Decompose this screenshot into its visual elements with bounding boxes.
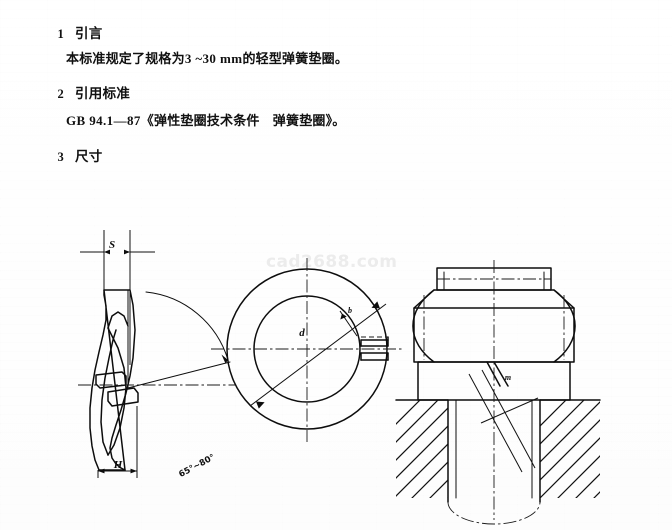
plan-circular-view: d b <box>211 258 403 442</box>
reference-standard-code: GB 94.1—87 <box>66 113 141 128</box>
clause-title-1: 引言 <box>75 26 103 42</box>
scope-range-text: 3 ~30 mm <box>184 51 243 66</box>
scope-prefix-text: 本标准规定了规格为 <box>66 52 185 67</box>
bolt-end-arc <box>447 501 541 525</box>
plate-hatching-left <box>396 400 448 498</box>
ring-split-gap <box>360 336 389 361</box>
clause-heading-3: 3 尺寸 <box>42 145 103 165</box>
bolt-shank <box>447 399 541 525</box>
scope-paragraph: 本标准规定了规格为3 ~30 mm的轻型弹簧垫圈。 <box>66 48 348 67</box>
angle-arc <box>145 291 229 361</box>
clause-number-3: 3 <box>57 150 64 164</box>
diameter-dimension-d: d <box>249 301 387 409</box>
angle-leg-lower <box>127 361 231 389</box>
assembly-dimension-m: m <box>468 369 539 473</box>
reference-paragraph: GB 94.1—87《弹性垫圈技术条件 弹簧垫圈》。 <box>66 110 346 129</box>
plate-hatching-right <box>540 400 600 498</box>
assembly-section-view: m <box>395 260 601 525</box>
dimension-label-b: b <box>348 306 352 315</box>
clause-number-1: 1 <box>57 27 64 41</box>
dimension-label-S: S <box>109 239 115 251</box>
clause-title-3: 尺寸 <box>75 149 103 165</box>
height-dimension-H: H <box>97 406 138 478</box>
washer-side-body <box>89 289 139 471</box>
technical-drawing-figure: S 65°~80° <box>0 180 672 530</box>
width-dimension-b: b <box>339 306 358 337</box>
scope-suffix-text: 的轻型弹簧垫圈。 <box>242 52 349 67</box>
side-profile-view: S 65°~80° <box>78 230 236 480</box>
clause-heading-2: 2 引用标准 <box>42 82 130 102</box>
dimension-label-m: m <box>505 373 511 382</box>
reference-standard-title: 《弹性垫圈技术条件 弹簧垫圈》。 <box>140 114 346 129</box>
clause-number-2: 2 <box>57 87 64 101</box>
clause-title-2: 引用标准 <box>75 86 131 102</box>
dimension-label-angle: 65°~80° <box>177 453 216 480</box>
dimension-label-d: d <box>299 327 305 339</box>
dimension-label-H: H <box>113 459 123 471</box>
thickness-dimension-S: S <box>80 230 155 365</box>
clause-heading-1: 1 引言 <box>42 22 103 42</box>
